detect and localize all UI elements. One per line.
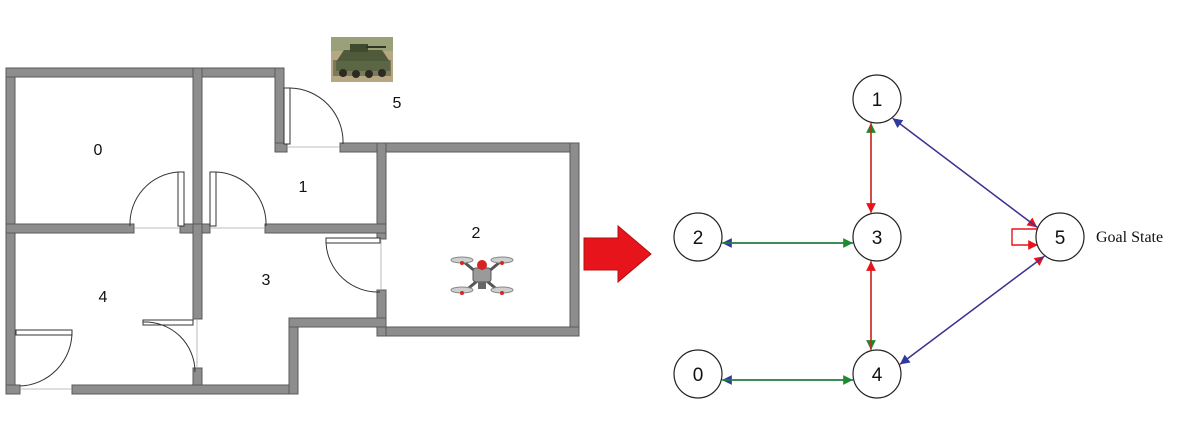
wall [274,67,285,151]
wall [5,384,21,395]
door-swing [142,321,196,373]
wall [274,142,288,153]
node-label-1: 1 [872,90,883,111]
graph-edges [722,117,1045,385]
wall [192,223,203,320]
edge-5-to-5 [1011,228,1038,250]
wall [71,384,299,395]
wall [376,289,387,337]
door-leaf [142,319,194,326]
room-label-4: 4 [99,289,108,306]
quadcopter-drone-icon [450,256,514,295]
room-label-0: 0 [94,142,103,159]
door-swing [325,242,381,293]
door-leaf [177,171,185,227]
door-swing [215,171,267,227]
edge-5-to-4 [899,255,1045,365]
room-label-3: 3 [262,272,271,289]
edge-5-to-1 [892,118,1038,228]
wall [5,223,135,234]
wall [288,317,299,395]
door-leaf [15,329,73,336]
graph-node-2: 2 [673,212,723,262]
room-label-1: 1 [299,179,308,196]
goal-state-label: Goal State [1096,229,1163,246]
graph-node-5: 5 [1035,212,1085,262]
floor-plan: 0 1 2 3 4 5 [5,37,580,395]
door-leaf [209,171,217,227]
door-swing [19,331,73,387]
room-label-2: 2 [472,225,481,242]
door-swing [129,171,179,227]
wall [376,142,387,240]
door-leaf [325,237,381,244]
wall [192,67,203,229]
right-arrow-icon [583,224,652,284]
wall [569,142,580,337]
wall [288,317,387,328]
door-leaf [283,87,291,145]
door-swing [289,87,344,145]
node-label-4: 4 [872,365,883,386]
state-graph: 1 2 3 5 0 4 Goal State [673,74,1163,399]
room-label-5: 5 [393,95,402,112]
graph-node-4: 4 [852,349,902,399]
node-label-3: 3 [872,228,883,249]
wall [264,223,387,234]
wall [376,142,580,153]
wall [5,67,285,78]
wall [376,326,580,337]
node-label-2: 2 [693,228,704,249]
graph-node-1: 1 [852,74,902,124]
node-label-0: 0 [693,365,704,386]
graph-node-3: 3 [852,212,902,262]
graph-node-0: 0 [673,349,723,399]
node-label-5: 5 [1055,228,1066,249]
armored-vehicle-icon [331,37,393,82]
